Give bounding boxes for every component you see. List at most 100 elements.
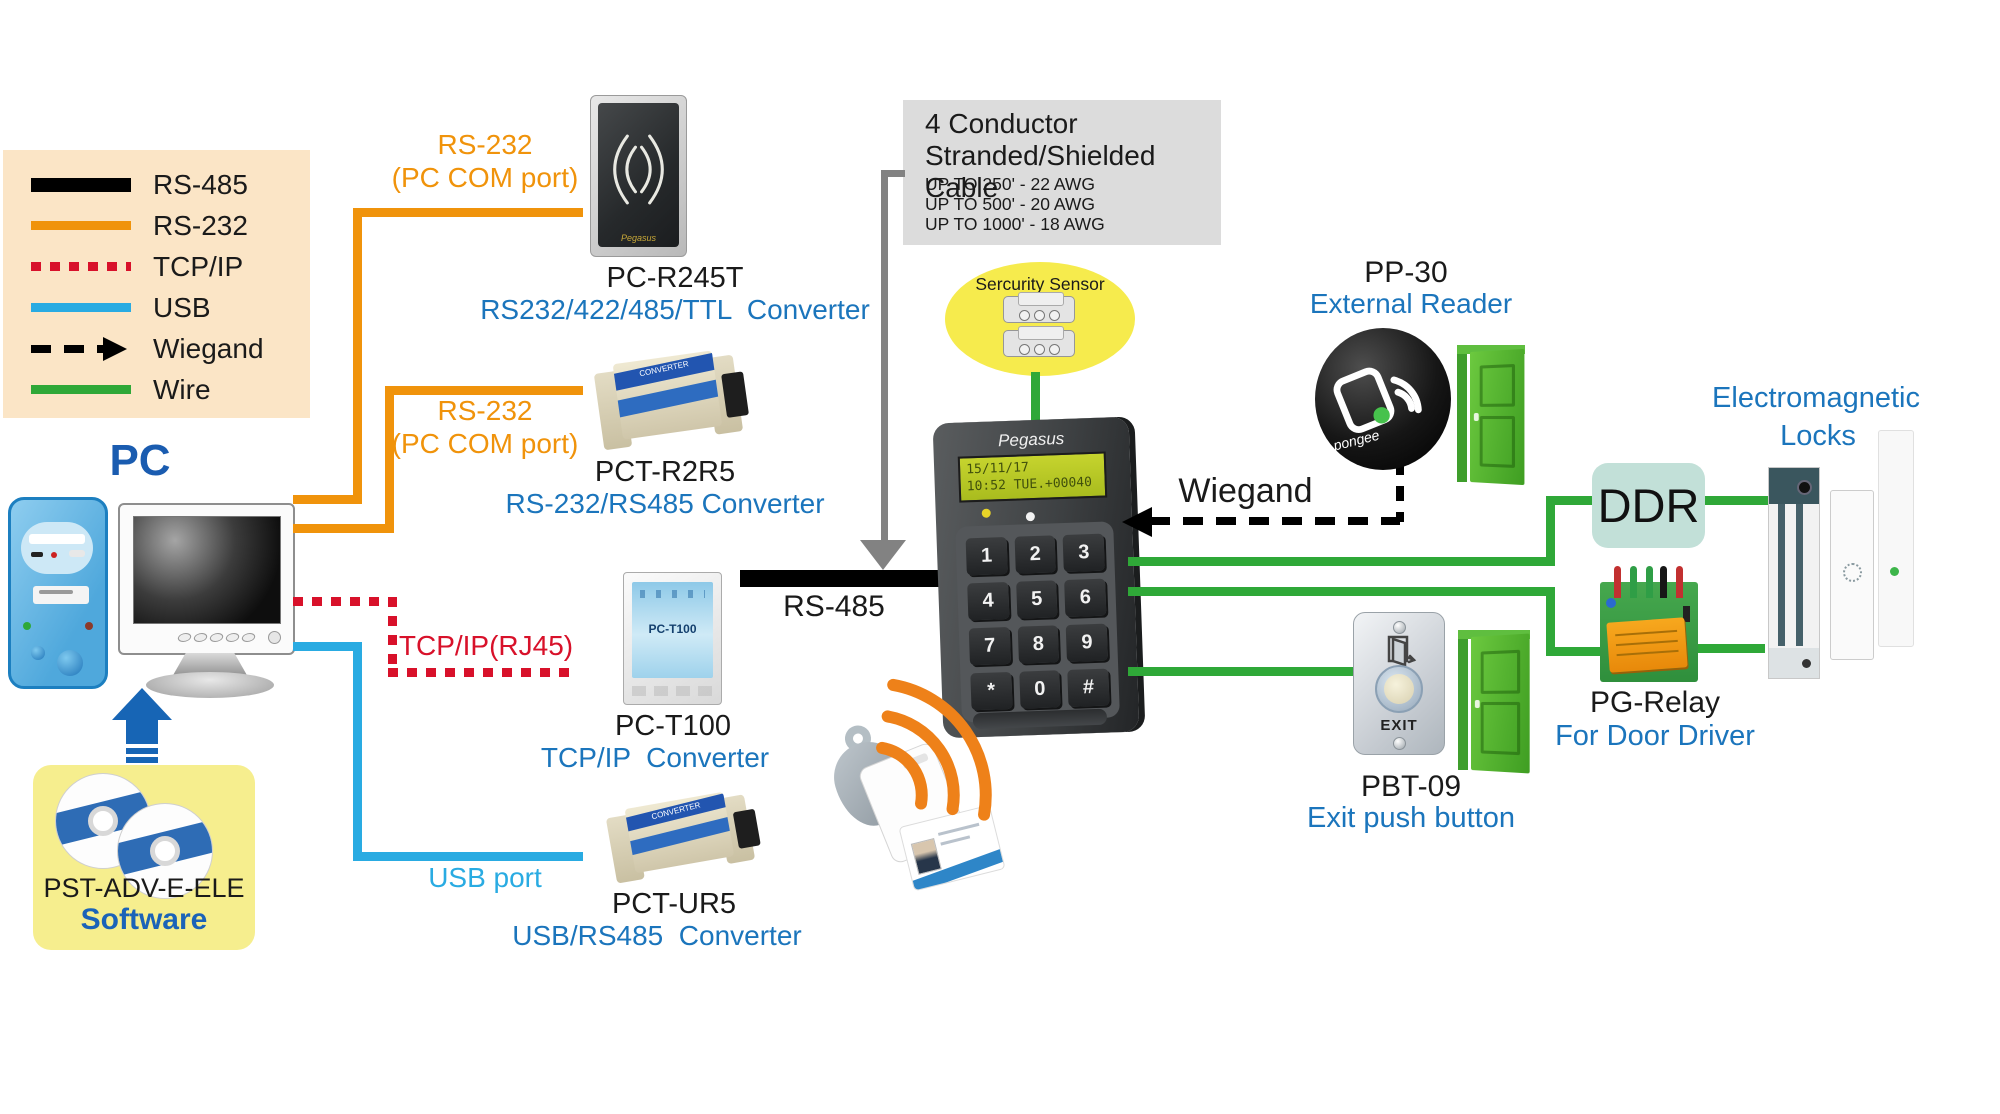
key-8: 8	[1017, 625, 1060, 664]
legend-row-rs232: RS-232	[31, 209, 248, 243]
legend-row-usb: USB	[31, 291, 211, 325]
pg-relay-desc: For Door Driver	[1555, 720, 1755, 752]
screw-icon	[1393, 737, 1406, 750]
exit-button-device: EXIT	[1353, 612, 1445, 755]
status-leds	[640, 590, 705, 598]
rs232-link-b-label: RS-232(PC COM port)	[391, 395, 579, 459]
monitor-knob	[268, 631, 281, 644]
install-arrow-stripe	[126, 757, 158, 763]
install-arrow-icon	[112, 688, 172, 720]
pbt09-desc: Exit push button	[1307, 802, 1515, 834]
pg-relay-board	[1600, 566, 1698, 682]
key-7: 7	[968, 626, 1011, 666]
rs232-line-swatch	[31, 216, 131, 236]
software-cd-icon	[117, 803, 213, 899]
locks-label-line1: Electromagnetic	[1712, 382, 1920, 414]
wire-line-swatch	[31, 380, 131, 400]
key-4: 4	[967, 581, 1010, 621]
cable-note-spec: UP TO 500' - 20 AWG	[925, 194, 1095, 214]
install-arrow-stripe	[126, 748, 158, 754]
legend-label: Wiegand	[153, 333, 264, 364]
relay-wire	[1630, 566, 1637, 598]
pct-r2r5-device: CONVERTER	[593, 348, 750, 451]
pp30-reader-device: pongee	[1315, 328, 1451, 470]
rs232-link-b-segment	[293, 524, 394, 533]
tcpip-link-segment	[388, 668, 578, 677]
legend-row-rs485: RS-485	[31, 168, 248, 202]
install-arrow-shaft	[126, 718, 158, 744]
wire-to-relay-segment	[1128, 587, 1555, 596]
rs232-link-a-segment	[353, 208, 362, 504]
electromagnetic-lock-device	[1768, 467, 1820, 679]
pegasus-brand-text: Pegasus	[620, 233, 657, 243]
monitor-screen	[133, 516, 281, 624]
pc-t100-name: PC-T100	[614, 710, 732, 742]
ddr-label: DDR	[1597, 479, 1700, 532]
rs485-line-swatch	[31, 175, 131, 195]
pc-t100-panel: PC-T100	[632, 582, 713, 678]
rs485-bus-label: RS-485	[783, 590, 885, 623]
pct-ur5-desc: USB/RS485 Converter	[512, 920, 802, 951]
pg-relay-name: PG-Relay	[1589, 686, 1721, 719]
wire-to-ddr-segment	[1128, 557, 1555, 566]
status-led-white	[1025, 512, 1036, 522]
exit-push-button	[1375, 665, 1423, 713]
wire-relay-to-lock-segment	[1697, 644, 1765, 653]
cable-note-spec: UP TO 1000' - 18 AWG	[925, 214, 1105, 234]
legend-label: USB	[153, 292, 211, 323]
tower-power-button	[57, 650, 83, 676]
pc-t100-panel-label: PC-T100	[648, 622, 697, 637]
cable-note-arrow-icon	[860, 540, 906, 570]
usb-link-segment	[353, 852, 583, 861]
cable-note-spec: UP TO 250' - 22 AWG	[925, 174, 1095, 194]
reader-card-waves-icon	[1333, 367, 1422, 433]
rs232-link-a-segment	[293, 495, 362, 504]
usb-line-swatch	[31, 298, 131, 318]
cable-note-title2: Stranded/Shielded Cable	[925, 140, 1156, 203]
relay-wire	[1660, 566, 1667, 598]
wiegand-link-segment	[1150, 517, 1400, 525]
rs485-bus-bar	[740, 570, 948, 587]
rs232-link-b-segment	[385, 386, 394, 533]
rfid-signal-arcs-icon	[876, 678, 992, 821]
controller-brand: Pegasus	[997, 428, 1065, 451]
pct-ur5-device: CONVERTER	[605, 788, 762, 884]
legend-row-wire: Wire	[31, 373, 211, 407]
rs232-link-a-label: RS-232(PC COM port)	[391, 129, 579, 193]
tower-power-led	[23, 622, 31, 630]
key-9: 9	[1066, 623, 1108, 662]
legend-label: RS-485	[153, 169, 248, 200]
pc-tower-illustration	[8, 497, 108, 689]
wire-to-relay-segment	[1546, 587, 1555, 656]
legend-label: Wire	[153, 374, 211, 405]
software-type: Software	[80, 903, 208, 936]
relay-wire	[1614, 566, 1621, 598]
pc-t100-device: PC-T100	[623, 572, 722, 705]
door-icon	[1458, 630, 1530, 774]
exit-door-icon	[1387, 635, 1417, 667]
tcpip-link-segment	[293, 597, 395, 606]
relay-wire	[1676, 566, 1683, 598]
legend-label: TCP/IP	[153, 251, 244, 282]
software-name: PST-ADV-E-ELE	[43, 873, 245, 903]
lcd-line2: 10:52 TUE.+00040	[966, 474, 1093, 495]
key-3: 3	[1062, 533, 1105, 573]
pc-r245t-desc: RS232/422/485/TTL Converter	[480, 294, 870, 325]
legend-row-tcpip: TCP/IP	[31, 250, 243, 284]
pp30-name: PP-30	[1364, 256, 1448, 289]
armature-plate	[1830, 490, 1874, 660]
legend-box: RS-485 RS-232 TCP/IP USB Wiegand Wire	[3, 150, 310, 418]
pct-r2r5-desc: RS-232/RS485 Converter	[505, 488, 825, 519]
wiegand-arrow-swatch	[31, 337, 131, 361]
wiegand-link-segment	[1396, 460, 1404, 522]
rs232-link-b-segment	[385, 386, 583, 395]
wiegand-label: Wiegand	[1178, 472, 1313, 510]
legend-row-wiegand: Wiegand	[31, 332, 264, 366]
screw-icon	[1393, 621, 1406, 634]
pc-label: PC	[109, 436, 171, 485]
pc-t100-desc: TCP/IP Converter	[540, 742, 770, 773]
pbt09-name: PBT-09	[1360, 770, 1462, 803]
key-2: 2	[1014, 535, 1057, 574]
capacitor	[1606, 598, 1616, 608]
